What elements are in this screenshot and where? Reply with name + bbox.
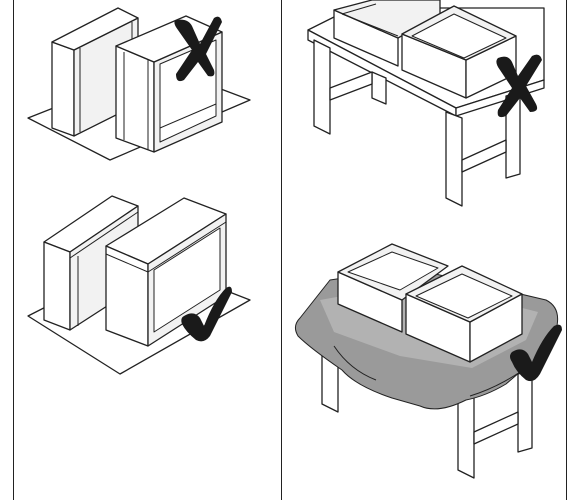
table-leg-front-left: [313, 39, 331, 135]
table-leg-front-right: [457, 391, 475, 479]
panel-bottom-left: [27, 195, 251, 375]
carcass-top: [115, 15, 223, 63]
check-icon: [510, 324, 562, 382]
table-stretcher-right: [461, 139, 507, 173]
side-panel-top: [51, 7, 139, 51]
panel-frame: [13, 0, 567, 500]
panel-bottom-right: [294, 243, 562, 479]
drawer-back-inner: [347, 251, 439, 291]
cross-icon: [174, 16, 222, 82]
panel-top-right: [307, 0, 545, 207]
table-leg-back-left: [371, 71, 387, 105]
drawer-front-inner: [411, 13, 507, 59]
side-panel-front: [43, 241, 71, 331]
table-stretcher-right: [473, 411, 519, 445]
panel-top-left: [27, 7, 251, 161]
cross-icon: [496, 54, 542, 118]
drawer-front-inner: [415, 273, 513, 319]
check-icon: [181, 286, 232, 342]
carcass-opening: [153, 227, 221, 333]
table-stretcher-left: [329, 71, 373, 101]
table-leg-back-right: [517, 369, 533, 453]
carcass-front: [105, 245, 149, 347]
side-panel-front: [51, 41, 75, 137]
table-leg-front-right: [445, 111, 463, 207]
